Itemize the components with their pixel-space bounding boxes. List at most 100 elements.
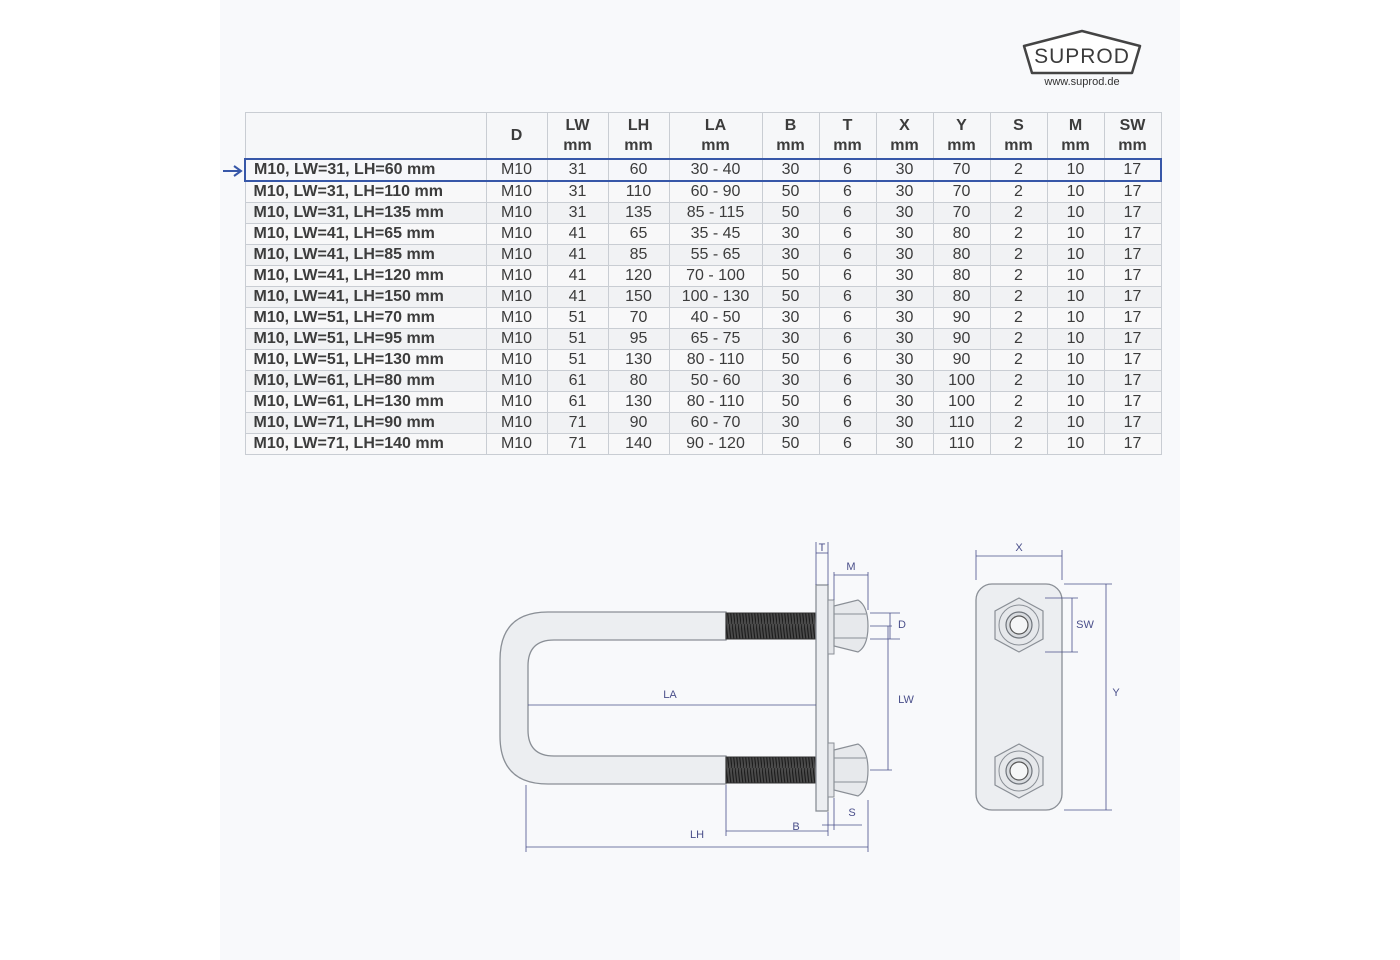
table-cell: 30 — [761, 328, 820, 350]
table-cell: 90 — [607, 412, 670, 434]
row-model-name: M10, LW=31, LH=110 mm — [244, 180, 487, 203]
column-header-label: Y — [956, 116, 967, 134]
column-header-unit: mm — [890, 136, 919, 154]
table-cell: 2 — [989, 202, 1048, 224]
table-cell: 2 — [989, 265, 1048, 287]
row-model-name: M10, LW=61, LH=130 mm — [244, 391, 487, 413]
table-cell: 120 — [607, 265, 670, 287]
table-cell: 2 — [989, 286, 1048, 308]
column-header-unit: mm — [776, 136, 805, 154]
table-cell: M10 — [485, 223, 548, 245]
table-cell: 30 — [761, 412, 820, 434]
table-cell: 50 - 60 — [668, 370, 763, 392]
logo-shield-shape — [1022, 29, 1142, 75]
row-model-name: M10, LW=41, LH=85 mm — [244, 244, 487, 266]
column-header-label: LH — [627, 116, 650, 134]
table-cell: M10 — [485, 328, 548, 350]
table-cell: 110 — [932, 433, 991, 455]
table-cell: 30 — [875, 202, 934, 224]
table-cell: 100 - 130 — [668, 286, 763, 308]
row-model-name: M10, LW=51, LH=130 mm — [244, 349, 487, 371]
table-cell: 2 — [989, 328, 1048, 350]
table-cell: 80 — [932, 244, 991, 266]
table-cell: M10 — [485, 202, 548, 224]
column-header-label: D — [510, 126, 523, 144]
table-cell: 40 - 50 — [668, 307, 763, 329]
table-cell: 80 — [932, 286, 991, 308]
table-cell: 95 — [607, 328, 670, 350]
table-cell: 30 — [875, 244, 934, 266]
column-header: LH mm — [607, 112, 670, 160]
table-cell: 110 — [607, 180, 670, 203]
table-cell: M10 — [485, 244, 548, 266]
table-cell: 65 - 75 — [668, 328, 763, 350]
table-cell: 2 — [989, 433, 1048, 455]
table-cell: M10 — [485, 412, 548, 434]
table-cell: 10 — [1046, 244, 1105, 266]
table-cell: M10 — [485, 391, 548, 413]
table-cell: 50 — [761, 433, 820, 455]
table-cell: 17 — [1103, 433, 1162, 455]
row-model-name: M10, LW=41, LH=150 mm — [244, 286, 487, 308]
table-cell: 110 — [932, 412, 991, 434]
column-header-label: LA — [704, 116, 727, 134]
table-cell: 50 — [761, 349, 820, 371]
column-header-label: B — [784, 116, 797, 134]
table-cell: 60 - 90 — [668, 180, 763, 203]
table-cell: M10 — [485, 180, 548, 203]
column-header-unit: mm — [624, 136, 653, 154]
column-header-label: X — [899, 116, 910, 134]
table-cell: 6 — [818, 202, 877, 224]
table-cell: 70 - 100 — [668, 265, 763, 287]
table-cell: 2 — [989, 349, 1048, 371]
table-cell: 61 — [546, 370, 609, 392]
table-cell: 50 — [761, 286, 820, 308]
table-cell: 41 — [546, 265, 609, 287]
table-cell: 41 — [546, 244, 609, 266]
table-cell: 30 — [875, 307, 934, 329]
table-cell: 90 - 120 — [668, 433, 763, 455]
column-header-label: M — [1068, 116, 1083, 134]
brand-url: www.suprod.de — [1044, 76, 1120, 88]
table-cell: 30 — [875, 370, 934, 392]
table-cell: 51 — [546, 349, 609, 371]
suprod-logo: SUPROD www.suprod.de — [1020, 28, 1144, 92]
table-cell: 17 — [1103, 370, 1162, 392]
table-cell: 50 — [761, 391, 820, 413]
table-cell: 17 — [1103, 391, 1162, 413]
table-cell: 30 — [875, 158, 934, 182]
table-cell: 100 — [932, 370, 991, 392]
table-cell: 60 — [607, 158, 670, 182]
table-cell: 55 - 65 — [668, 244, 763, 266]
table-cell: 17 — [1103, 349, 1162, 371]
column-header-unit: mm — [947, 136, 976, 154]
selected-row-arrow-icon — [223, 165, 243, 177]
column-header-label: T — [842, 116, 853, 134]
table-cell: 17 — [1103, 265, 1162, 287]
table-cell: 70 — [932, 180, 991, 203]
table-cell: 6 — [818, 158, 877, 182]
table-cell: M10 — [485, 349, 548, 371]
row-model-name: M10, LW=51, LH=70 mm — [244, 307, 487, 329]
brand-name: SUPROD — [1034, 45, 1130, 68]
table-cell: 30 - 40 — [668, 158, 763, 182]
table-cell: 2 — [989, 412, 1048, 434]
